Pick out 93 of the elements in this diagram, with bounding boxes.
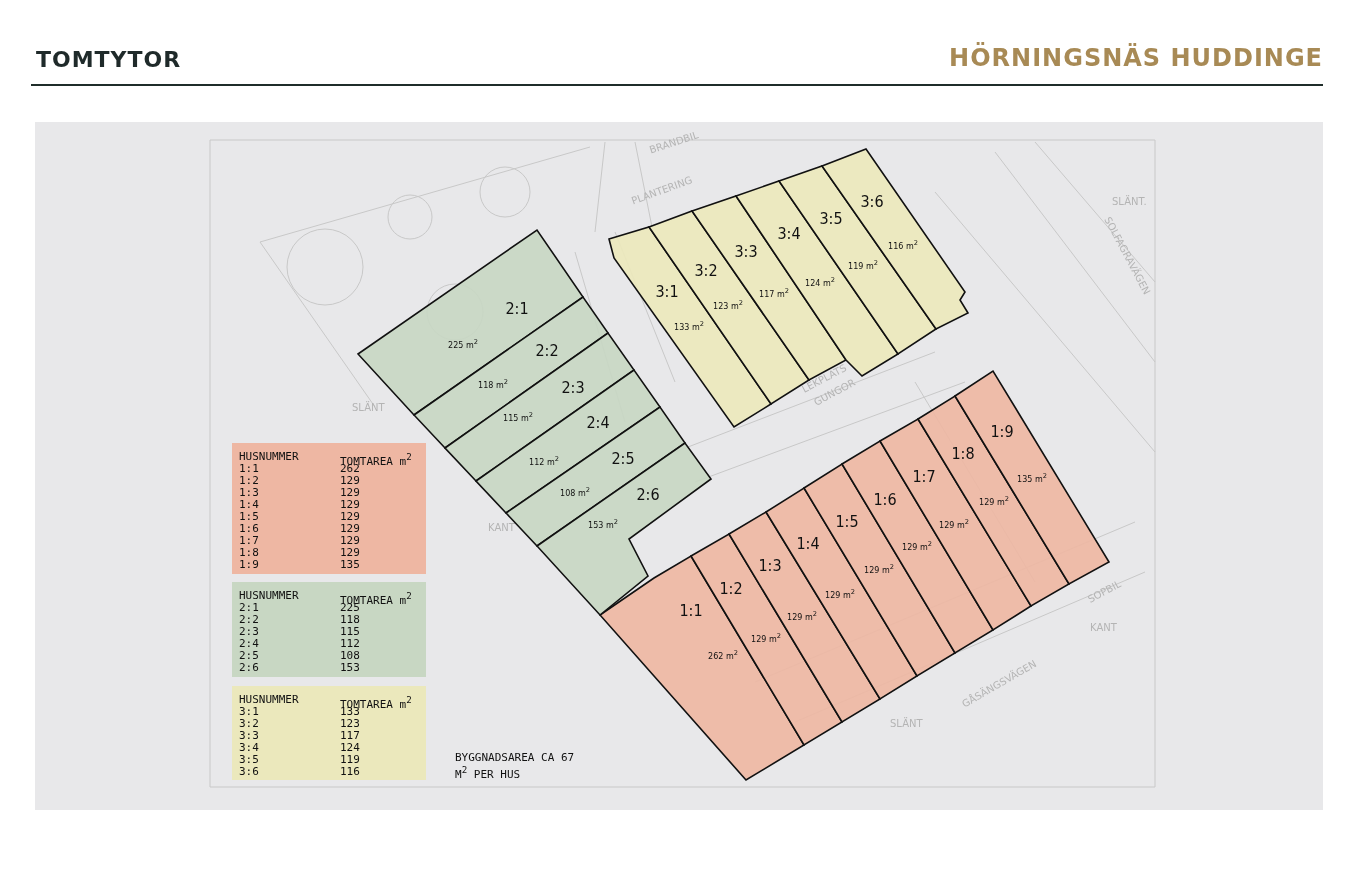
house-number: 2:4	[239, 638, 259, 649]
plot-area: 225 m$^{2}$	[448, 338, 478, 350]
building-plot	[414, 297, 608, 448]
area-value: 118	[340, 614, 360, 625]
plot-area: 115 m$^{2}$	[503, 411, 533, 423]
column-header: HUSNUMMER	[239, 451, 299, 462]
house-number: 3:5	[239, 754, 259, 765]
area-value: 129	[340, 535, 360, 546]
plot-area: 108 m$^{2}$	[560, 486, 590, 498]
plot-number: 2:5	[611, 448, 635, 468]
location-heading: HÖRNINGSNÄS HUDDINGE	[949, 44, 1323, 72]
plot-number: 1:7	[912, 466, 936, 486]
plot-number: 3:1	[655, 281, 679, 301]
area-value: 129	[340, 511, 360, 522]
plot-area: 129 m$^{2}$	[751, 632, 781, 644]
house-number: 2:5	[239, 650, 259, 661]
plot-number: 1:4	[796, 533, 820, 553]
area-value: 123	[340, 718, 360, 729]
area-value: 135	[340, 559, 360, 570]
plot-area: 129 m$^{2}$	[979, 495, 1009, 507]
plot-area: 117 m$^{2}$	[759, 287, 789, 299]
area-value: 129	[340, 547, 360, 558]
building-plot	[445, 333, 634, 481]
area-value: 116	[340, 766, 360, 777]
area-value: 119	[340, 754, 360, 765]
plot-number: 1:3	[758, 555, 782, 575]
house-number: 3:1	[239, 706, 259, 717]
plot-area: 262 m$^{2}$	[708, 649, 738, 661]
house-number: 1:1	[239, 463, 259, 474]
building-plot	[822, 149, 968, 329]
plot-number: 2:1	[505, 298, 529, 318]
plot-area: 123 m$^{2}$	[713, 299, 743, 311]
area-value: 129	[340, 487, 360, 498]
plot-area: 129 m$^{2}$	[864, 563, 894, 575]
building-plot	[476, 370, 660, 513]
house-number: 3:4	[239, 742, 259, 753]
building-plot	[600, 556, 804, 780]
house-number: 2:2	[239, 614, 259, 625]
building-area-note: BYGGNADSAREA CA 67 M$^{2}$ PER HUS	[455, 752, 576, 781]
plot-number: 1:1	[679, 600, 703, 620]
area-value: 117	[340, 730, 360, 741]
house-number: 1:9	[239, 559, 259, 570]
house-number: 2:6	[239, 662, 259, 673]
plot-number: 1:8	[951, 443, 975, 463]
plot-area: 129 m$^{2}$	[902, 540, 932, 552]
house-number: 2:1	[239, 602, 259, 613]
house-number: 1:2	[239, 475, 259, 486]
plot-number: 2:3	[561, 377, 585, 397]
house-number: 1:3	[239, 487, 259, 498]
plot-area: 135 m$^{2}$	[1017, 472, 1047, 484]
plot-area: 119 m$^{2}$	[848, 259, 878, 271]
plot-area: 129 m$^{2}$	[825, 588, 855, 600]
plot-area: 129 m$^{2}$	[787, 610, 817, 622]
plot-area: 129 m$^{2}$	[939, 518, 969, 530]
area-value: 124	[340, 742, 360, 753]
plot-number: 3:5	[819, 208, 843, 228]
house-number: 3:6	[239, 766, 259, 777]
plot-area: 112 m$^{2}$	[529, 455, 559, 467]
house-number: 3:3	[239, 730, 259, 741]
plot-number: 1:5	[835, 511, 859, 531]
plot-number: 1:6	[873, 489, 897, 509]
plot-number: 2:2	[535, 340, 559, 360]
plot-number: 1:9	[990, 421, 1014, 441]
area-value: 153	[340, 662, 360, 673]
house-number: 1:6	[239, 523, 259, 534]
plot-number: 3:6	[860, 191, 884, 211]
house-number: 2:3	[239, 626, 259, 637]
column-header: HUSNUMMER	[239, 590, 299, 601]
area-value: 115	[340, 626, 360, 637]
house-number: 1:7	[239, 535, 259, 546]
plot-number: 3:2	[694, 260, 718, 280]
column-header: HUSNUMMER	[239, 694, 299, 705]
plot-number: 2:6	[636, 484, 660, 504]
plot-area: 124 m$^{2}$	[805, 276, 835, 288]
plot-area: 116 m$^{2}$	[888, 239, 918, 251]
plot-area: 133 m$^{2}$	[674, 320, 704, 332]
page-title: TOMTYTOR	[36, 47, 182, 72]
house-number: 1:4	[239, 499, 259, 510]
plot-number: 1:2	[719, 578, 743, 598]
house-number: 1:8	[239, 547, 259, 558]
plot-number: 3:3	[734, 241, 758, 261]
area-value: 108	[340, 650, 360, 661]
area-value: 129	[340, 523, 360, 534]
area-value: 129	[340, 475, 360, 486]
house-number: 3:2	[239, 718, 259, 729]
plot-number: 3:4	[777, 223, 801, 243]
plot-area: 118 m$^{2}$	[478, 378, 508, 390]
building-plot	[779, 166, 936, 354]
area-value: 129	[340, 499, 360, 510]
house-number: 1:5	[239, 511, 259, 522]
area-value: 112	[340, 638, 360, 649]
plot-area: 153 m$^{2}$	[588, 518, 618, 530]
plot-number: 2:4	[586, 412, 610, 432]
